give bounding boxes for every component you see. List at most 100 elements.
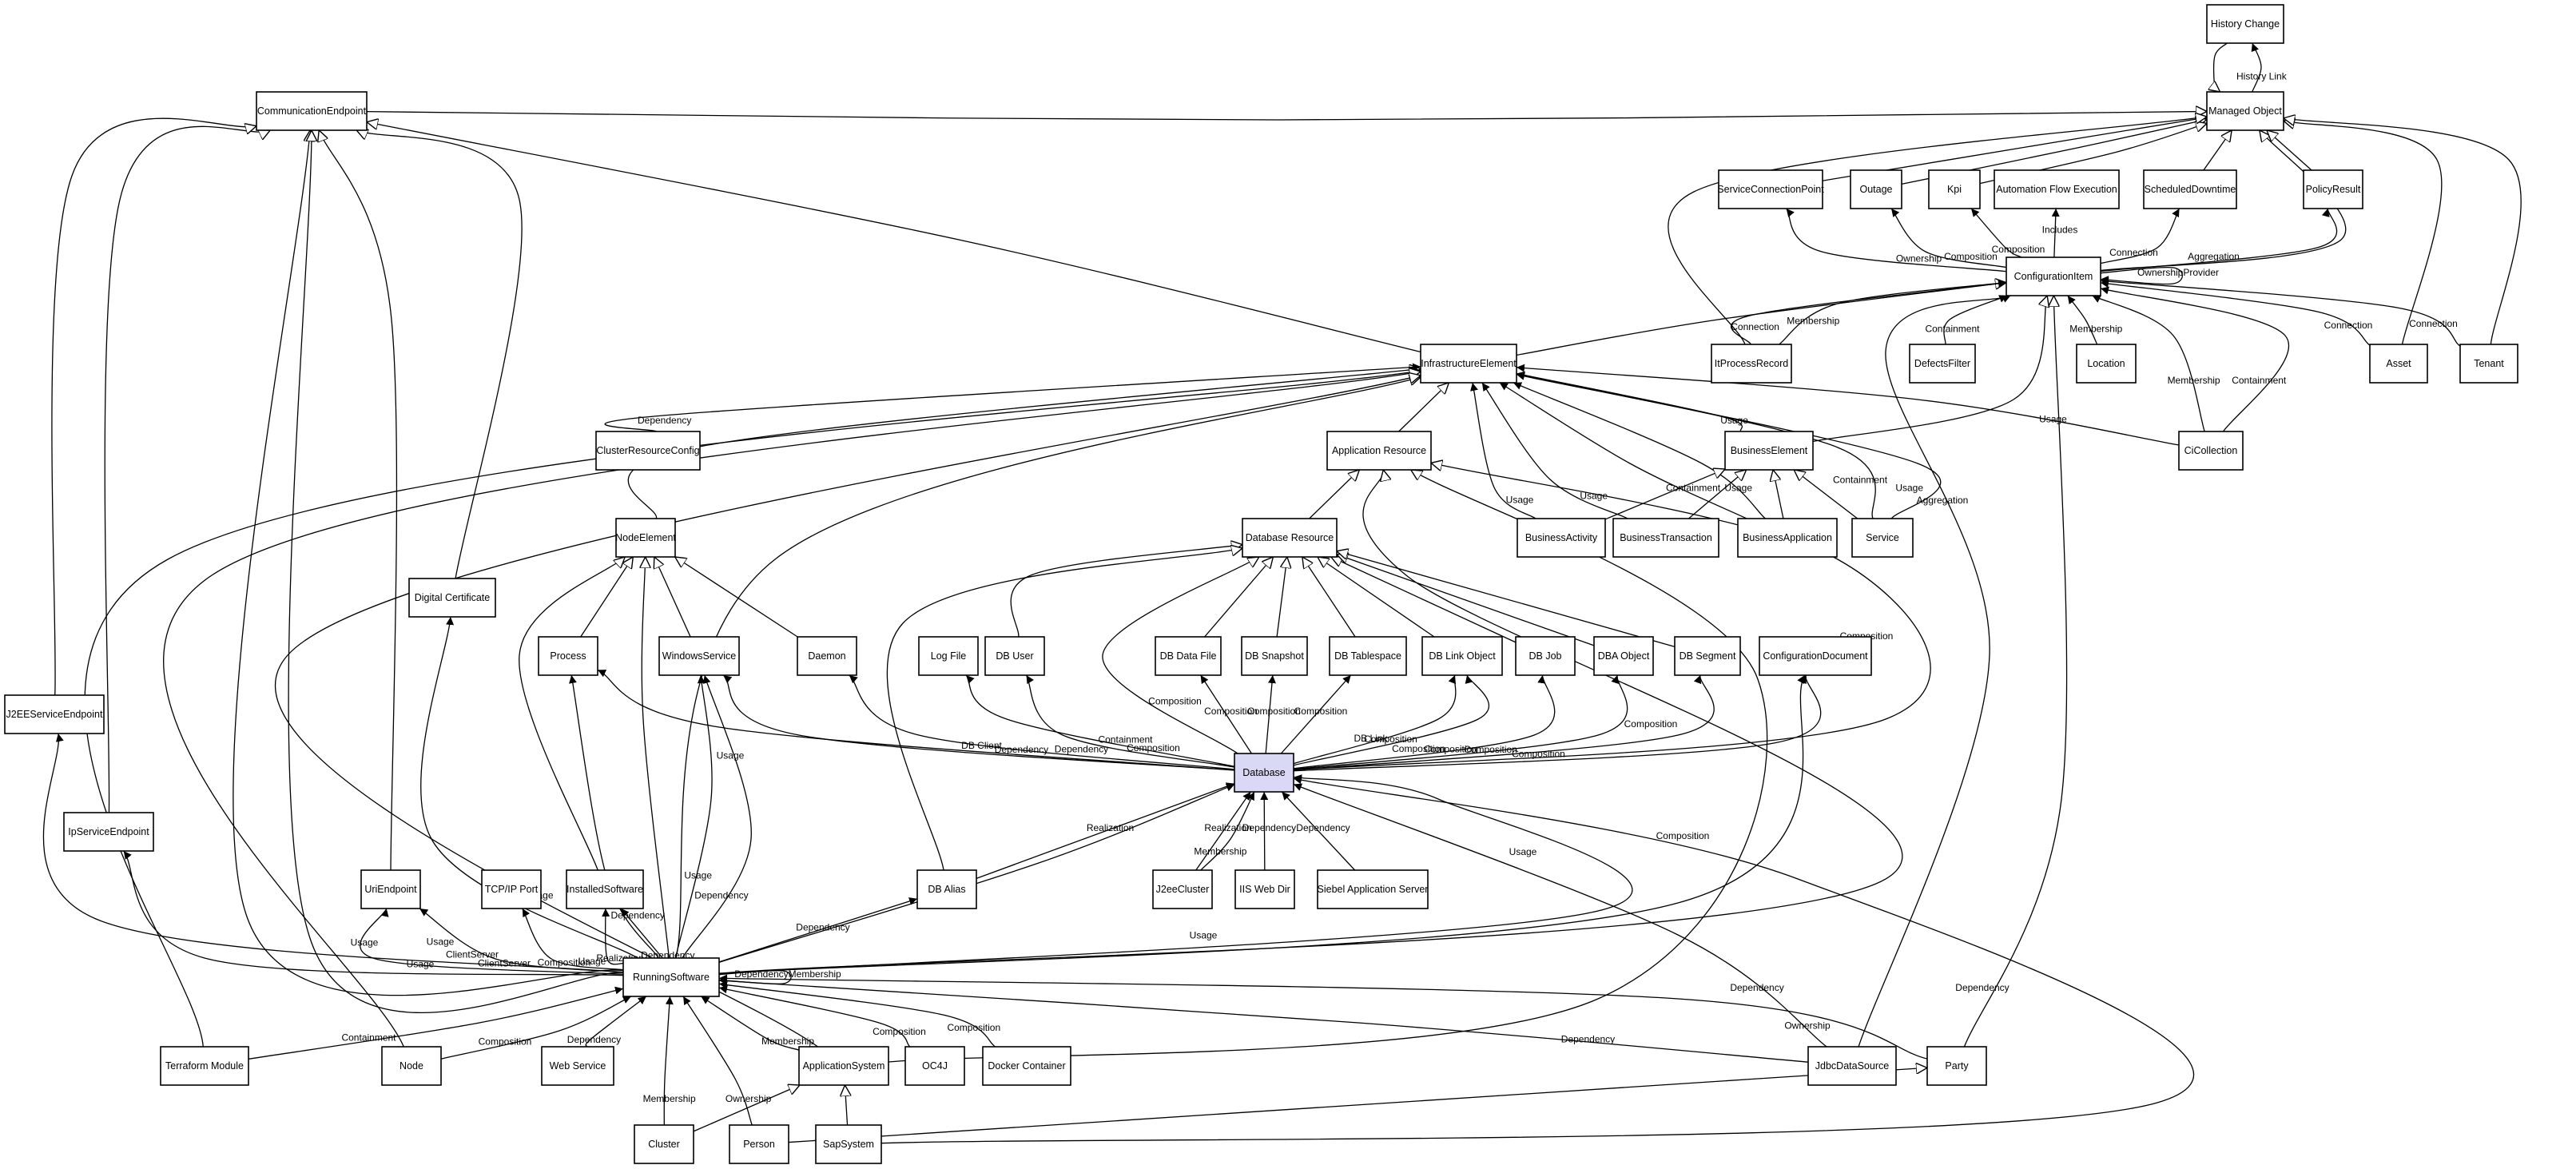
node-box [566,869,644,909]
class-node-infrastructure-element[interactable]: InfrastructureElement [1420,344,1517,384]
class-node-oc4j[interactable]: OC4J [904,1046,965,1086]
class-node-service[interactable]: Service [1851,518,1914,558]
class-node-sap-system[interactable]: SapSystem [815,1124,882,1164]
class-node-managed-object[interactable]: Managed Object [2206,91,2284,131]
class-node-business-application[interactable]: BusinessApplication [1737,518,1838,558]
edge-label-dependency: Dependency [1730,982,1783,993]
edge-history_change-to-managed_object [2214,42,2228,92]
edge-running_software-to-windows_service [682,674,752,959]
node-label: Terraform Module [165,1060,244,1072]
edge-label-usage: Usage [1509,846,1537,857]
class-node-installed-software[interactable]: InstalledSoftware [566,869,644,909]
edge-node-to-infrastructure_element [163,372,1421,1048]
class-node-node[interactable]: Node [381,1046,442,1086]
class-node-communication-endpoint[interactable]: CommunicationEndpoint [256,91,368,131]
class-node-jdbc-data-source[interactable]: JdbcDataSource [1807,1046,1897,1086]
class-node-running-software[interactable]: RunningSoftware [622,957,720,997]
node-label: Digital Certificate [415,592,491,603]
class-node-db-link-object[interactable]: DB Link Object [1421,636,1503,676]
class-node-terraform-module[interactable]: Terraform Module [160,1046,249,1086]
class-node-ci-collection[interactable]: CiCollection [2178,431,2244,471]
node-label: Tenant [2474,358,2504,369]
class-node-digital-certificate[interactable]: Digital Certificate [408,578,496,618]
edge-label-ownership_provider: OwnershipProvider [2137,267,2219,278]
edge-running_software-to-configuration_document [718,674,1806,975]
class-node-db-alias[interactable]: DB Alias [916,869,977,909]
edge-service-to-infrastructure_element [1516,372,1876,519]
class-node-application-system[interactable]: ApplicationSystem [798,1046,889,1086]
class-node-policy-result[interactable]: PolicyResult [2303,169,2363,209]
edge-db_tablespace-to-database_resource [1302,557,1356,638]
edge-cluster-to-application_system [693,1085,800,1132]
class-node-iis-web-dir[interactable]: IIS Web Dir [1234,869,1295,909]
node-label: DB Data File [1160,650,1217,662]
edge-label-containment: Containment [1098,734,1153,746]
class-node-windows-service[interactable]: WindowsService [658,636,740,676]
class-node-database-resource[interactable]: Database Resource [1242,518,1338,558]
node-box [1421,636,1503,676]
class-node-business-transaction[interactable]: BusinessTransaction [1612,518,1719,558]
node-label: SapSystem [823,1139,874,1150]
edge-running_software-to-tcpip_port [522,908,624,971]
class-node-db-job[interactable]: DB Job [1515,636,1576,676]
class-node-daemon[interactable]: Daemon [797,636,857,676]
class-node-cluster-resource-config[interactable]: ClusterResourceConfig [595,431,701,471]
class-node-ip-service-endpoint[interactable]: IpServiceEndpoint [63,812,154,852]
class-node-docker-container[interactable]: Docker Container [982,1046,1071,1086]
class-node-uri-endpoint[interactable]: UriEndpoint [360,869,421,909]
edge-node-to-running_software [440,996,632,1060]
edge-label-usage: Usage [1190,929,1218,940]
class-node-service-connection-point[interactable]: ServiceConnectionPoint [1717,169,1824,209]
class-node-itprocess-record[interactable]: ItProcessRecord [1711,344,1792,384]
class-node-web-service[interactable]: Web Service [541,1046,614,1086]
class-node-configuration-item[interactable]: ConfigurationItem [2006,256,2101,296]
class-node-dba-object[interactable]: DBA Object [1593,636,1654,676]
class-node-business-activity[interactable]: BusinessActivity [1517,518,1606,558]
edge-business_element-to-infrastructure_element [1516,371,1743,432]
class-node-j2ee-cluster[interactable]: J2eeCluster [1152,869,1213,909]
class-node-db-user[interactable]: DB User [984,636,1045,676]
class-node-cluster[interactable]: Cluster [634,1124,694,1164]
edge-label-composition: Composition [873,1026,926,1037]
edge-database-to-db_snapshot [1265,674,1276,754]
class-node-party[interactable]: Party [1926,1046,1987,1086]
class-node-history-change[interactable]: History Change [2206,4,2284,44]
class-node-location[interactable]: Location [2076,344,2137,384]
class-node-database[interactable]: Database [1234,753,1294,793]
edge-running_software-to-uri_endpoint [360,908,624,975]
node-box [1850,169,1902,209]
class-node-db-snapshot[interactable]: DB Snapshot [1241,636,1308,676]
class-node-tcpip-port[interactable]: TCP/IP Port [481,869,542,909]
edge-running_software-to-database [718,783,1235,963]
edge-label-containment: Containment [1666,483,1721,494]
class-node-application-resource[interactable]: Application Resource [1326,431,1432,471]
edge-running_software-to-windows_service [674,674,713,959]
class-node-db-segment[interactable]: DB Segment [1674,636,1741,676]
class-node-tenant[interactable]: Tenant [2459,344,2518,384]
class-node-business-element[interactable]: BusinessElement [1724,431,1814,471]
class-node-person[interactable]: Person [729,1124,789,1164]
class-node-kpi[interactable]: Kpi [1928,169,1981,209]
node-box [2206,4,2284,44]
class-node-asset[interactable]: Asset [2369,344,2428,384]
node-box [1674,636,1741,676]
class-node-db-tablespace[interactable]: DB Tablespace [1329,636,1407,676]
class-node-node-element[interactable]: NodeElement [615,518,676,558]
edge-database-to-db_user [1025,674,1235,768]
class-node-configuration-document[interactable]: ConfigurationDocument [1759,636,1872,676]
node-label: History Change [2211,18,2280,30]
edge-database-to-db_link_object [1293,674,1457,765]
node-label: DBA Object [1598,650,1650,662]
edge-itprocess_record-to-managed_object [1668,117,2207,345]
class-node-db-data-file[interactable]: DB Data File [1155,636,1222,676]
edge-label-composition: Composition [1247,706,1301,717]
class-node-outage[interactable]: Outage [1850,169,1902,209]
class-node-defects-filter[interactable]: DefectsFilter [1909,344,1976,384]
class-node-automation-flow-execution[interactable]: Automation Flow Execution [1994,169,2120,209]
class-node-scheduled-downtime[interactable]: ScheduledDowntime [2143,169,2237,209]
class-node-process[interactable]: Process [538,636,598,676]
class-node-siebel-application-server[interactable]: Siebel Application Server [1317,869,1429,909]
edge-label-usage: Usage [1895,483,1923,494]
class-node-j2ee-service-endpoint[interactable]: J2EEServiceEndpoint [4,694,105,734]
class-node-log-file[interactable]: Log File [918,636,979,676]
